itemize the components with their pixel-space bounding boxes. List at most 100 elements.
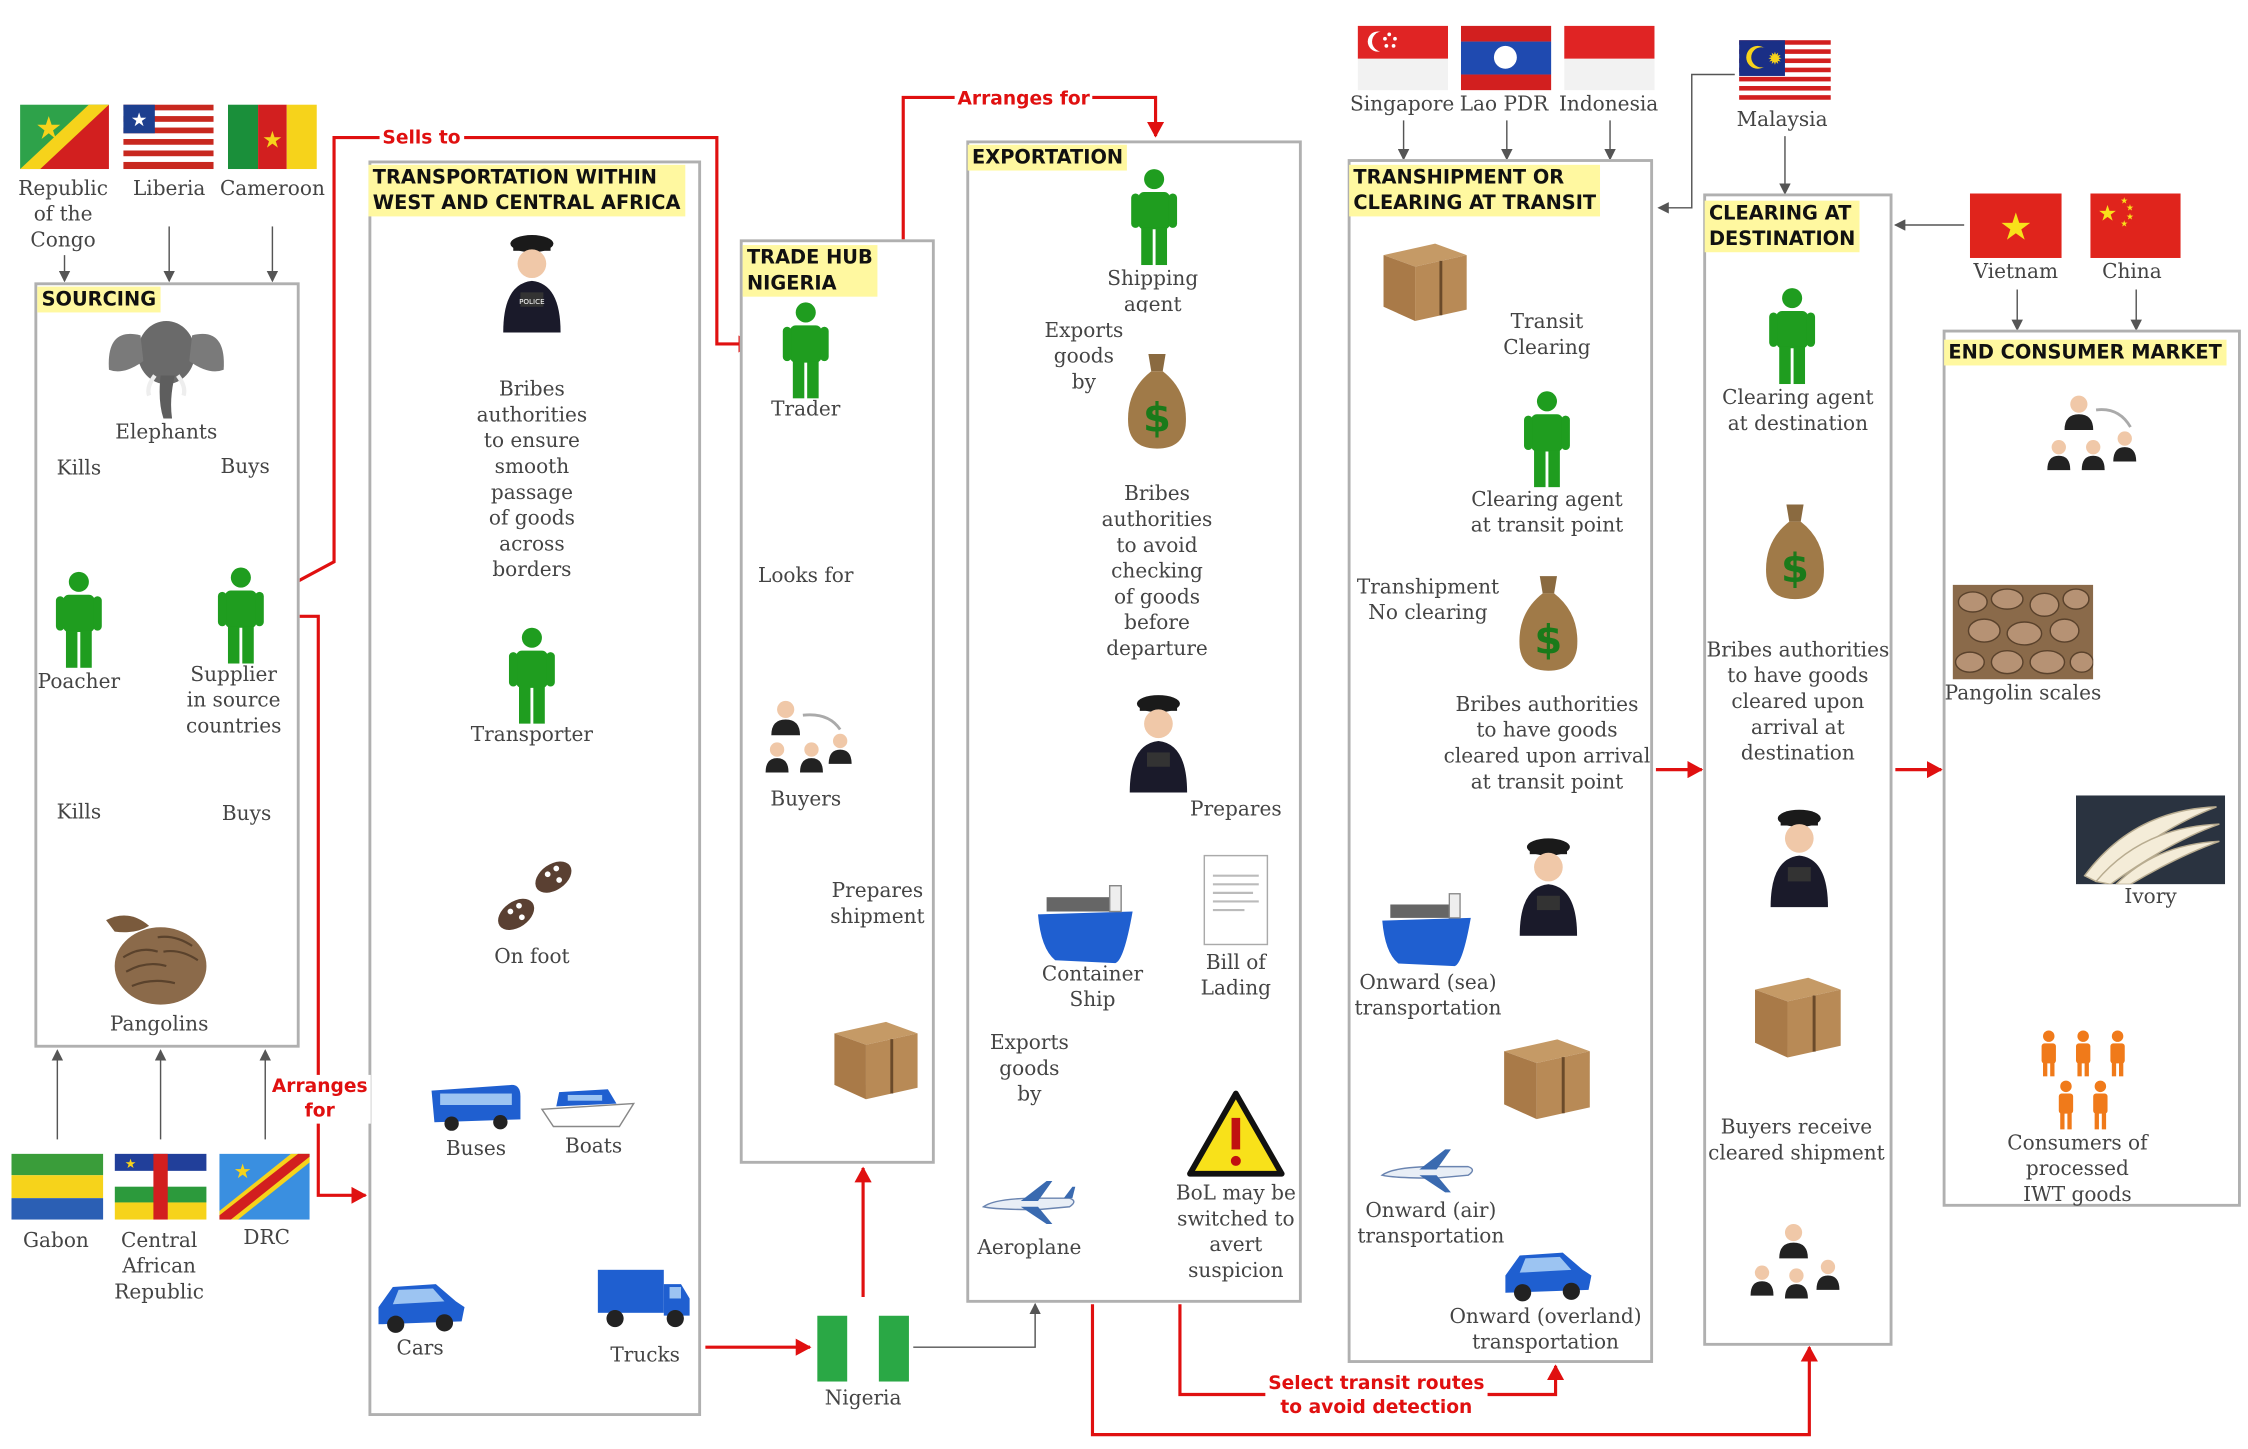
transit-header: TRANSHIPMENT OR CLEARING AT TRANSIT <box>1349 164 1601 217</box>
market-header: END CONSUMER MARKET <box>1944 339 2227 366</box>
elephant-icon <box>108 321 224 419</box>
sourcing-header: SOURCING <box>37 286 161 313</box>
svg-text:★: ★ <box>2126 212 2134 222</box>
label-trucks: Trucks <box>610 1344 680 1368</box>
label-pangolin-scales: Pangolin scales <box>1944 682 2102 706</box>
supplier-person-icon <box>217 567 264 664</box>
label-sells-to: Sells to <box>379 126 464 151</box>
svg-text:$: $ <box>1143 395 1171 441</box>
truck-icon <box>597 1269 690 1328</box>
money-bag-icon: $ <box>1519 576 1578 671</box>
label-china: China <box>2102 260 2162 284</box>
svg-text:★: ★ <box>2126 204 2134 214</box>
svg-text:$: $ <box>1534 618 1562 664</box>
label-aeroplane: Aeroplane <box>977 1236 1082 1260</box>
box-icon <box>1755 977 1841 1058</box>
buyers-group-icon <box>1750 1223 1840 1299</box>
label-looksfor: Looks for <box>758 564 854 588</box>
flag-nigeria-icon <box>817 1315 909 1382</box>
label-laos: Lao PDR <box>1459 93 1549 117</box>
flag-indonesia-icon <box>1564 25 1655 91</box>
aeroplane-icon <box>1380 1149 1474 1193</box>
flag-singapore-icon <box>1357 25 1449 91</box>
trader-person-icon <box>782 302 829 399</box>
label-exports-2: Exports goods by <box>989 1031 1069 1107</box>
label-arranges-for: Arranges for <box>268 1074 371 1124</box>
svg-text:★: ★ <box>234 1159 252 1183</box>
boat-icon <box>540 1089 636 1128</box>
pangolin-scales-icon <box>1952 584 2094 680</box>
label-buys-1: Buys <box>220 455 270 479</box>
svg-text:★: ★ <box>2120 197 2128 207</box>
market-box <box>1942 329 2241 1207</box>
warning-icon <box>1187 1090 1285 1177</box>
label-elephants: Elephants <box>115 421 218 445</box>
label-onward-sea: Onward (sea) transportation <box>1354 971 1502 1021</box>
label-transit-clearing: Transit Clearing <box>1503 311 1591 360</box>
buyers-group-icon <box>765 700 852 773</box>
transport-box <box>368 160 702 1417</box>
flag-car-icon: ★ <box>114 1153 207 1220</box>
label-kills-1: Kills <box>56 457 102 481</box>
label-pangolins: Pangolins <box>109 1013 209 1037</box>
svg-text:★: ★ <box>131 110 148 131</box>
container-ship-icon <box>1382 893 1471 967</box>
svg-text:★: ★ <box>2098 202 2117 227</box>
police-officer-icon <box>1770 809 1828 908</box>
label-singapore: Singapore <box>1349 93 1455 117</box>
label-bill-of-lading: Bill of Lading <box>1200 951 1272 1001</box>
clearing-agent-person-icon <box>1524 391 1570 488</box>
label-cars: Cars <box>396 1337 444 1361</box>
destination-header: CLEARING AT DESTINATION <box>1704 200 1860 253</box>
svg-text:POLICE: POLICE <box>519 297 545 306</box>
transporter-person-icon <box>508 627 555 724</box>
box-icon <box>834 1021 918 1100</box>
label-nigeria: Nigeria <box>824 1387 902 1411</box>
label-onward-air: Onward (air) transportation <box>1357 1199 1505 1249</box>
label-buyers-receive: Buyers receive cleared shipment <box>1708 1116 1885 1166</box>
flag-liberia-icon: ★ <box>123 104 214 170</box>
label-cameroon: Cameroon <box>219 177 325 201</box>
poacher-person-icon <box>55 571 102 668</box>
tradehub-header: TRADE HUB NIGERIA <box>742 245 878 297</box>
flag-drc-icon: ★ <box>219 1153 310 1220</box>
label-consumers: Consumers of processed IWT goods <box>2007 1132 2148 1207</box>
box-icon <box>1383 243 1467 322</box>
label-select-transit: Select transit routes to avoid detection <box>1265 1371 1488 1421</box>
label-kills-2: Kills <box>56 801 102 825</box>
label-destination-agent: Clearing agent at destination <box>1722 386 1874 436</box>
label-prepares-shipment: Prepares shipment <box>830 879 925 929</box>
label-trader: Trader <box>771 398 841 422</box>
shipping-agent-person-icon <box>1131 169 1178 266</box>
car-icon <box>1505 1252 1592 1302</box>
buyers-group-icon <box>2047 395 2137 471</box>
police-officer-icon <box>1519 838 1578 936</box>
label-onward-overland: Onward (overland) transportation <box>1449 1305 1642 1355</box>
flag-gabon-icon <box>11 1153 104 1220</box>
ivory-icon <box>2075 795 2226 885</box>
label-supplier: Supplier in source countries <box>185 663 282 739</box>
flag-cameroon-icon: ★ <box>227 104 317 170</box>
label-container-ship: Container Ship <box>1041 963 1144 1012</box>
transport-header: TRANSPORTATION WITHIN WEST AND CENTRAL A… <box>368 164 685 217</box>
aeroplane-icon <box>981 1180 1076 1224</box>
bill-of-lading-icon <box>1203 854 1269 946</box>
money-bag-icon: $ <box>1766 504 1824 600</box>
svg-text:★: ★ <box>1999 204 2032 248</box>
destination-agent-person-icon <box>1769 288 1816 385</box>
label-transport-bribes: Bribes authorities to ensure smooth pass… <box>476 378 588 582</box>
destination-box <box>1703 193 1893 1346</box>
police-officer-icon: POLICE <box>503 235 561 333</box>
label-export-bribes: Bribes authorities to avoid checking of … <box>1101 482 1213 661</box>
export-header: EXPORTATION <box>967 144 1128 171</box>
label-transporter: Transporter <box>470 723 594 747</box>
svg-text:★: ★ <box>262 128 283 154</box>
label-transit-agent: Clearing agent at transit point <box>1470 488 1624 538</box>
svg-text:✹: ✹ <box>1768 49 1782 69</box>
flag-vietnam-icon: ★ <box>1969 193 2062 258</box>
footprints-icon <box>498 861 572 931</box>
transit-box <box>1347 159 1654 1363</box>
label-onfoot: On foot <box>494 945 570 969</box>
flag-malaysia-icon: ✹ <box>1739 40 1831 105</box>
